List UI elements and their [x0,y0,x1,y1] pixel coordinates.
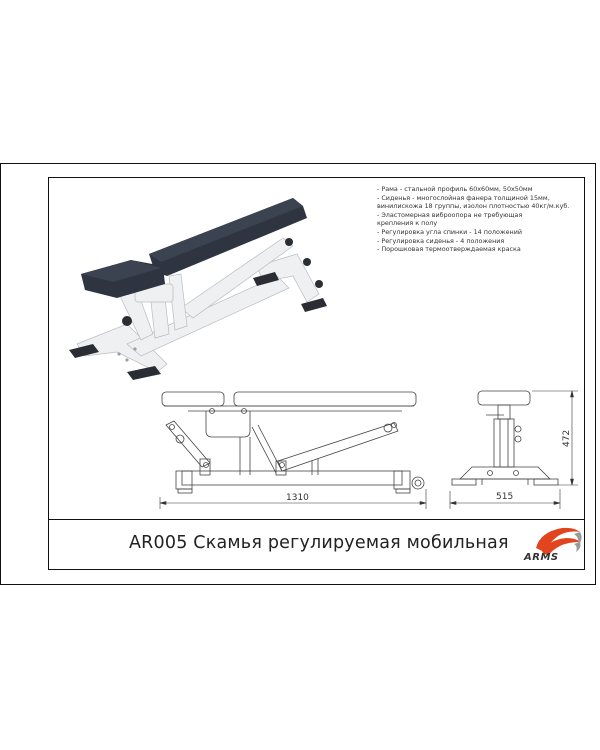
spec-line: - Эластомерная виброопора не требующая [377,210,523,219]
width-dimension: 515 [496,492,513,502]
spec-line: винилискожа 18 группы, изолон плотностью… [377,202,570,211]
document-title: AR005 Скамья регулируемая мобильная [129,533,509,553]
bench-3d-render [69,198,327,380]
side-view-drawing: 1310 [159,391,427,509]
length-dimension: 1310 [286,493,309,503]
spec-line: - Регулировка угла спинки - 14 положений [377,227,523,236]
spec-line: - Регулировка сиденья - 4 положения [377,236,505,245]
spec-line: крепления к полу [377,219,438,228]
height-dimension: 472 [562,430,572,447]
outer-frame: - Рама - стальной профиль 60х60мм, 50х50… [0,163,596,585]
specifications-list: - Рама - стальной профиль 60х60мм, 50х50… [377,185,582,254]
spec-line: - Порошковая термоотверждаемая краска [377,245,521,254]
title-block-divider [49,519,584,520]
front-view-drawing: 515 472 [449,390,578,509]
spec-line: - Сиденья - многослойная фанера толщиной… [377,193,550,202]
inner-frame: - Рама - стальной профиль 60х60мм, 50х50… [48,177,585,570]
brand-name: ARMS [524,552,559,563]
spec-line: - Рама - стальной профиль 60х60мм, 50х50… [377,185,533,193]
arms-logo-icon [536,527,582,556]
